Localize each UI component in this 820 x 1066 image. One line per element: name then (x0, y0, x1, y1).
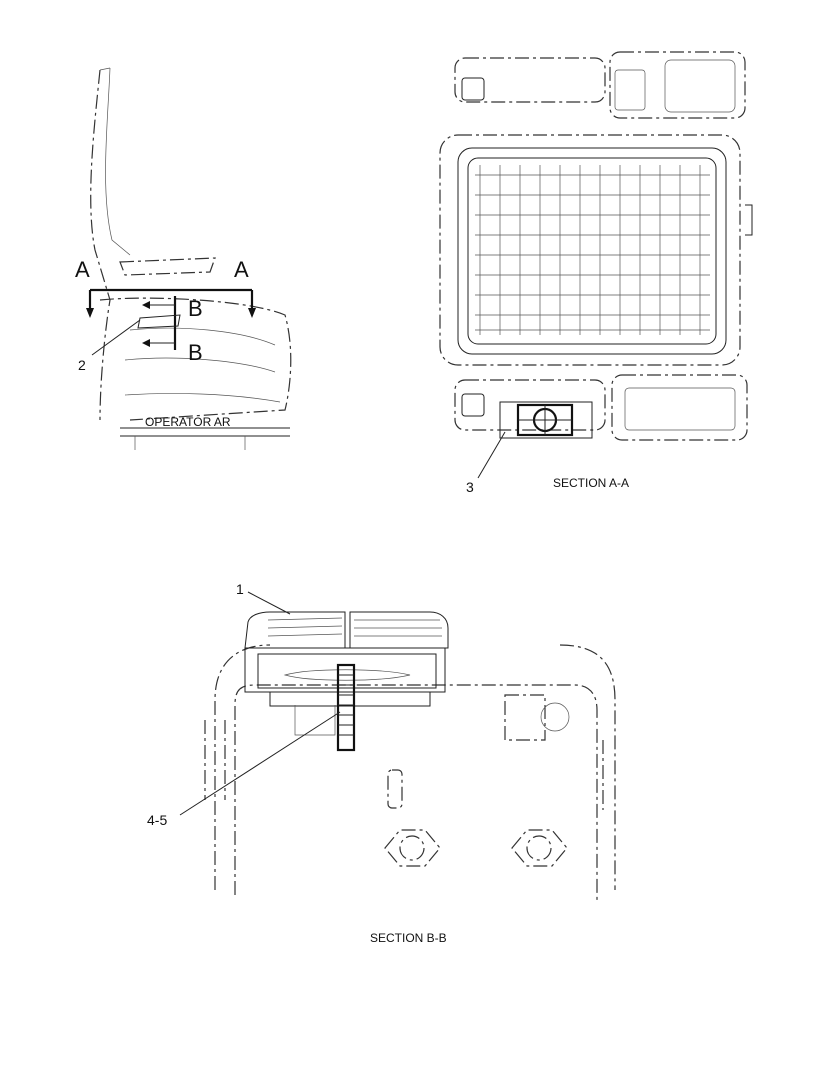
armrest-bottom-left (454, 379, 606, 431)
frame-inner (234, 684, 598, 900)
armrest-bottom-right (611, 374, 748, 441)
callout-3-leader (477, 431, 506, 479)
callout-2: 2 (78, 357, 86, 373)
section-b-caption: SECTION B-B (370, 931, 447, 945)
frame-right (559, 644, 616, 890)
switch-part (137, 314, 181, 329)
operator-seat-view: A A B B 2 OPERATOR AR (75, 67, 292, 450)
callout-4-5: 4-5 (147, 812, 167, 828)
operator-view-caption: OPERATOR AR (145, 415, 231, 429)
callout-2-leader (91, 319, 141, 356)
actuator-stack (336, 663, 356, 752)
section-b-bottom-label: B (188, 340, 203, 365)
cushion-right (349, 611, 449, 649)
seat-lower-body (99, 297, 292, 421)
callout-1: 1 (236, 581, 244, 597)
section-a-caption: SECTION A-A (553, 476, 629, 490)
callout-1-leader (247, 591, 291, 615)
armrest-top-right (609, 51, 746, 119)
seat-backrest-outline (90, 69, 111, 421)
section-b-top-label: B (188, 296, 203, 321)
hex-nut-right (511, 829, 568, 867)
section-a-left-label: A (75, 257, 90, 282)
seat-frame (439, 134, 741, 366)
spring-grid (475, 165, 710, 335)
section-a-view: 3 SECTION A-A (439, 51, 753, 495)
hex-nut-left (384, 829, 441, 867)
armrest-top-left (454, 57, 606, 103)
callout-3: 3 (466, 479, 474, 495)
switch-panel (499, 401, 593, 439)
section-b-view: 1 4-5 SECTION B-B (147, 581, 616, 945)
callout-4-5-leader (179, 711, 341, 816)
cushion-left (244, 611, 346, 649)
seat-cushion (119, 257, 216, 276)
seat-base-rail (120, 427, 290, 437)
seat-backrest-inner (105, 67, 131, 256)
seat-bracket (269, 691, 431, 707)
section-a-right-label: A (234, 257, 249, 282)
frame-left (214, 644, 271, 890)
